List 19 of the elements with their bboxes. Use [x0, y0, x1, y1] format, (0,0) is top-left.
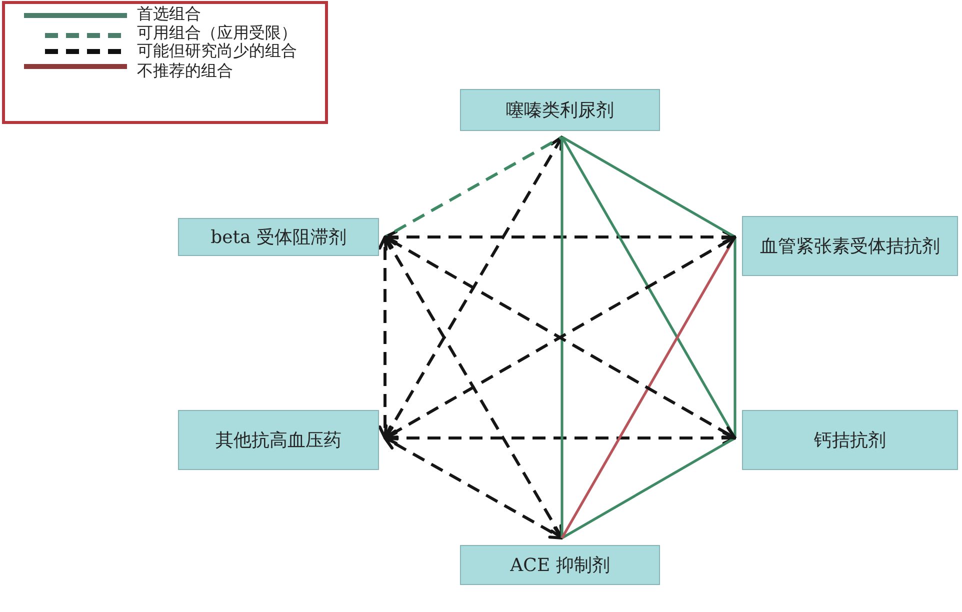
legend-label: 可能但研究尚少的组合: [137, 42, 297, 60]
line: [734, 237, 736, 438]
dashed-double-arrow: [378, 235, 392, 440]
drug-box: 钙拮抗剂: [742, 410, 958, 470]
drug-box: 血管紧张素受体拮抗剂: [742, 216, 958, 276]
dashed-line: [384, 136, 563, 238]
crossed-dashed-double-arrows: [383, 235, 737, 440]
line: [560, 137, 564, 538]
legend-label: 可用组合（应用受限）: [137, 24, 297, 42]
legend-label: 不推荐的组合: [137, 62, 233, 80]
drug-box: 其他抗高血压药: [178, 410, 379, 470]
legend-label: 首选组合: [137, 5, 201, 23]
drug-box: 噻嗪类利尿剂: [460, 89, 660, 131]
drug-box: beta 受体阻滞剂: [178, 218, 379, 256]
dashed-double-arrow: [383, 230, 737, 244]
dashed-double-arrow: [383, 436, 564, 540]
drug-box: ACE 抑制剂: [460, 545, 660, 585]
line: [561, 136, 736, 238]
line: [561, 436, 736, 540]
